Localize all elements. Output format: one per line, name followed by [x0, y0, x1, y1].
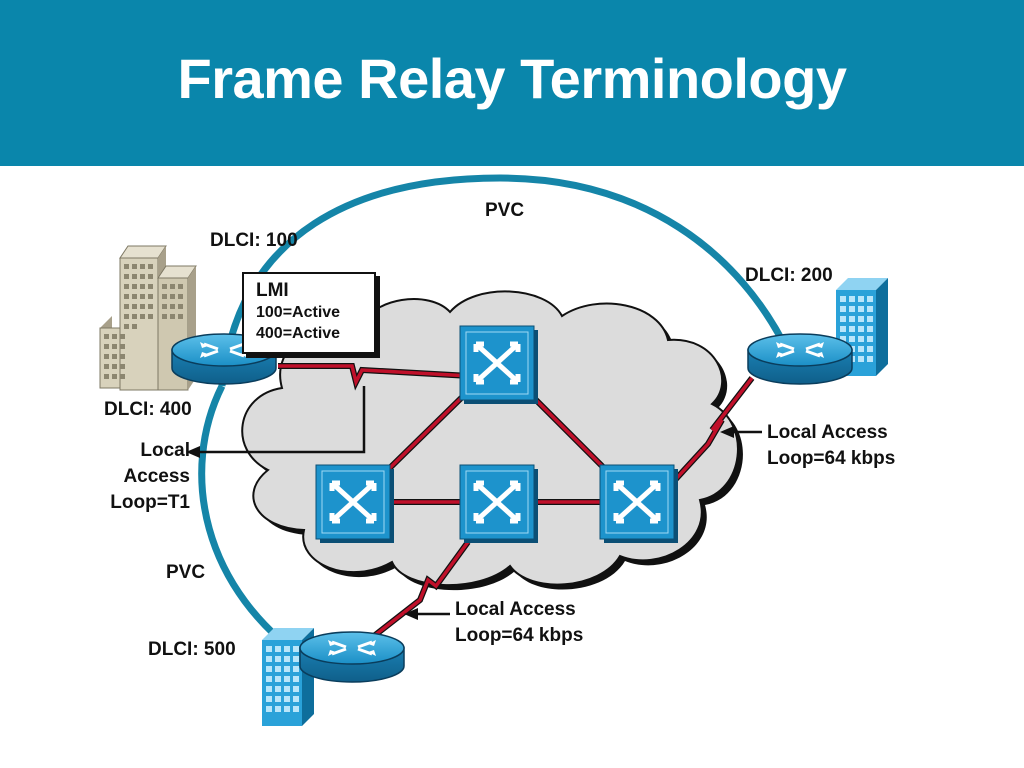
dlci-100-label: DLCI: 100	[210, 230, 298, 251]
local-access-bottom-label: Local Access Loop=64 kbps	[455, 597, 583, 649]
arrow-icon	[404, 608, 450, 620]
local-access-left-line: Access	[123, 466, 190, 487]
local-access-left-line: Loop=T1	[110, 492, 190, 513]
lmi-status-line: 400=Active	[256, 325, 341, 342]
frame-relay-switch-icon	[600, 465, 678, 543]
dlci-400-label: DLCI: 400	[104, 399, 192, 420]
page-title: Frame Relay Terminology	[177, 47, 847, 110]
local-access-right-line: Loop=64 kbps	[767, 448, 896, 469]
lmi-status-box: LMI 100=Active 400=Active	[242, 272, 376, 354]
access-link-left	[278, 363, 471, 391]
router-icon	[298, 630, 406, 684]
pvc-line-top	[218, 174, 794, 387]
frame-relay-switch-icon	[460, 326, 538, 404]
lmi-status-line: 100=Active	[256, 304, 341, 321]
access-link-right	[661, 376, 755, 495]
local-access-right-label: Local Access Loop=64 kbps	[767, 420, 895, 472]
local-access-bottom-line: Loop=64 kbps	[455, 625, 584, 646]
title-banner	[0, 0, 1024, 166]
access-link-bottom	[354, 540, 471, 653]
dlci-500-label: DLCI: 500	[148, 639, 236, 660]
pvc-label-top: PVC	[485, 200, 525, 221]
frame-relay-switch-icon	[316, 465, 394, 543]
dlci-200-label: DLCI: 200	[745, 265, 833, 286]
local-access-left-line: Local	[140, 440, 190, 461]
frame-relay-switch-icon	[460, 465, 538, 543]
local-access-right-line: Local Access	[767, 422, 888, 443]
local-access-left-label: Local Access Loop=T1	[90, 438, 190, 516]
arrow-icon	[720, 426, 762, 438]
local-access-bottom-line: Local Access	[455, 599, 576, 620]
router-icon	[746, 332, 854, 386]
lmi-title: LMI	[256, 280, 289, 301]
arrow-icon	[186, 386, 366, 458]
pvc-label-bottom: PVC	[166, 562, 206, 583]
